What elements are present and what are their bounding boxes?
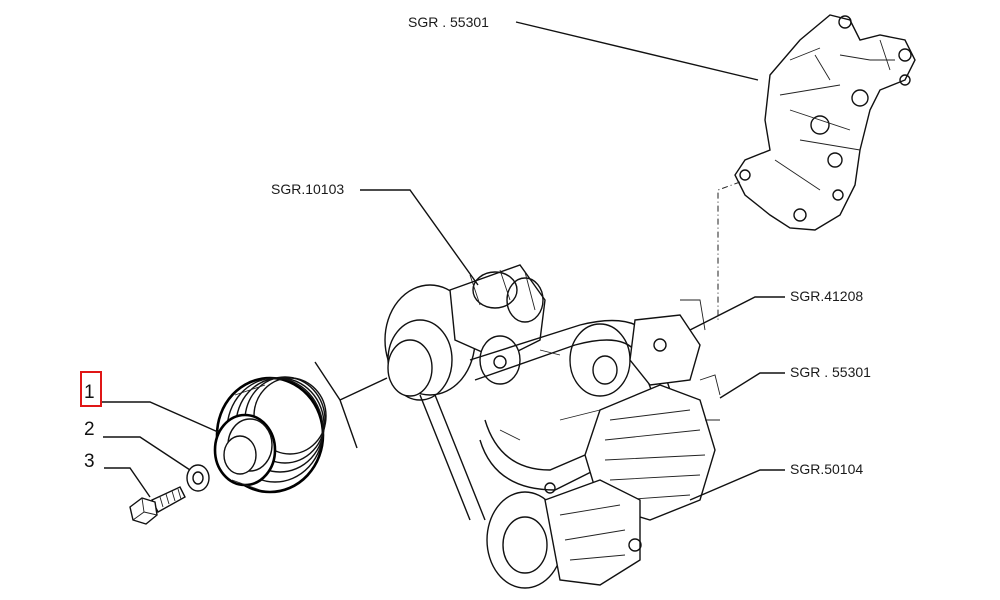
- part-number-2[interactable]: 2: [84, 419, 95, 440]
- engine-bracket-illustration[interactable]: [734, 14, 916, 231]
- callout-fan-assembly[interactable]: SGR.10103: [271, 181, 345, 197]
- callout-bracket-top[interactable]: SGR . 55301: [408, 14, 489, 30]
- washer-part-2-illustration[interactable]: [186, 464, 210, 492]
- pulley-part-1-illustration[interactable]: [213, 376, 327, 494]
- engine-front-illustration[interactable]: [384, 264, 721, 589]
- callout-belt[interactable]: SGR.41208: [790, 288, 864, 304]
- bolt-part-3-illustration[interactable]: [129, 486, 186, 525]
- callout-alternator-bracket[interactable]: SGR . 55301: [790, 364, 871, 380]
- part-number-3[interactable]: 3: [84, 451, 95, 472]
- callout-alternator[interactable]: SGR.50104: [790, 461, 864, 477]
- selected-part-highlight: [80, 371, 102, 407]
- part-number-1[interactable]: 1: [84, 382, 95, 403]
